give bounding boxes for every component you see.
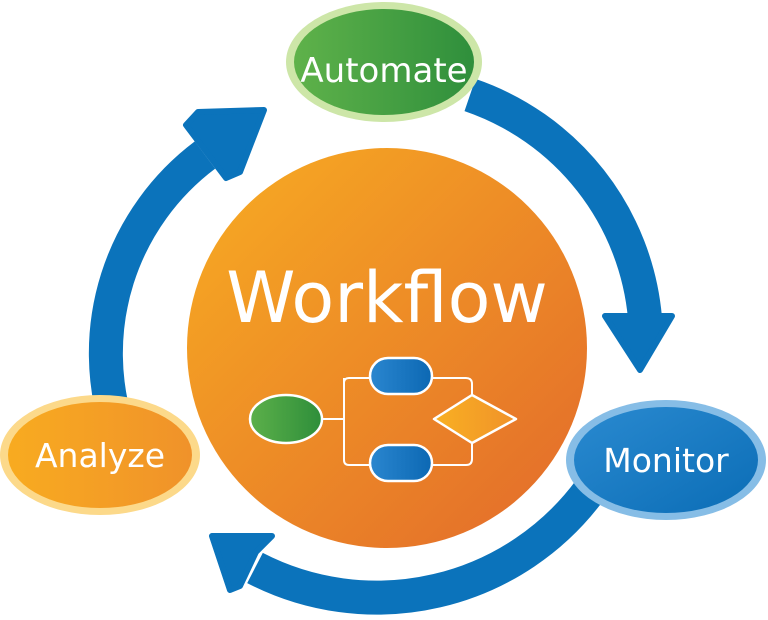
flowchart-process-node-top	[368, 356, 434, 396]
stage-automate-label: Automate	[300, 51, 467, 91]
arrow-body	[88, 141, 216, 436]
stage-automate[interactable]: Automate	[286, 2, 482, 122]
arrow-automate-to-monitor	[464, 78, 675, 373]
stage-automate-fill	[294, 9, 474, 115]
central-circle	[187, 148, 587, 548]
flowchart-start-node	[248, 393, 324, 445]
stage-analyze-fill	[8, 402, 192, 508]
arrowhead-icon	[602, 313, 675, 373]
arrow-analyze-to-automate	[88, 107, 267, 436]
central-title: Workflow	[226, 257, 547, 339]
arrowhead-icon	[209, 533, 275, 593]
flowchart-connectors	[322, 377, 473, 466]
arrow-body	[247, 479, 604, 615]
stage-monitor[interactable]: Monitor	[566, 400, 766, 520]
arrow-body	[464, 78, 662, 320]
stage-analyze[interactable]: Analyze	[0, 395, 200, 515]
arrowhead-icon	[183, 107, 267, 181]
stage-monitor-fill	[574, 407, 758, 513]
stage-monitor-label: Monitor	[603, 441, 729, 480]
flowchart-process-node-bottom	[368, 443, 434, 483]
flowchart-icon	[322, 377, 473, 466]
arrow-monitor-to-analyze	[209, 479, 604, 615]
flowchart-decision-node	[432, 393, 518, 445]
stage-analyze-label: Analyze	[35, 436, 165, 475]
central-hub: Workflow	[187, 148, 587, 548]
